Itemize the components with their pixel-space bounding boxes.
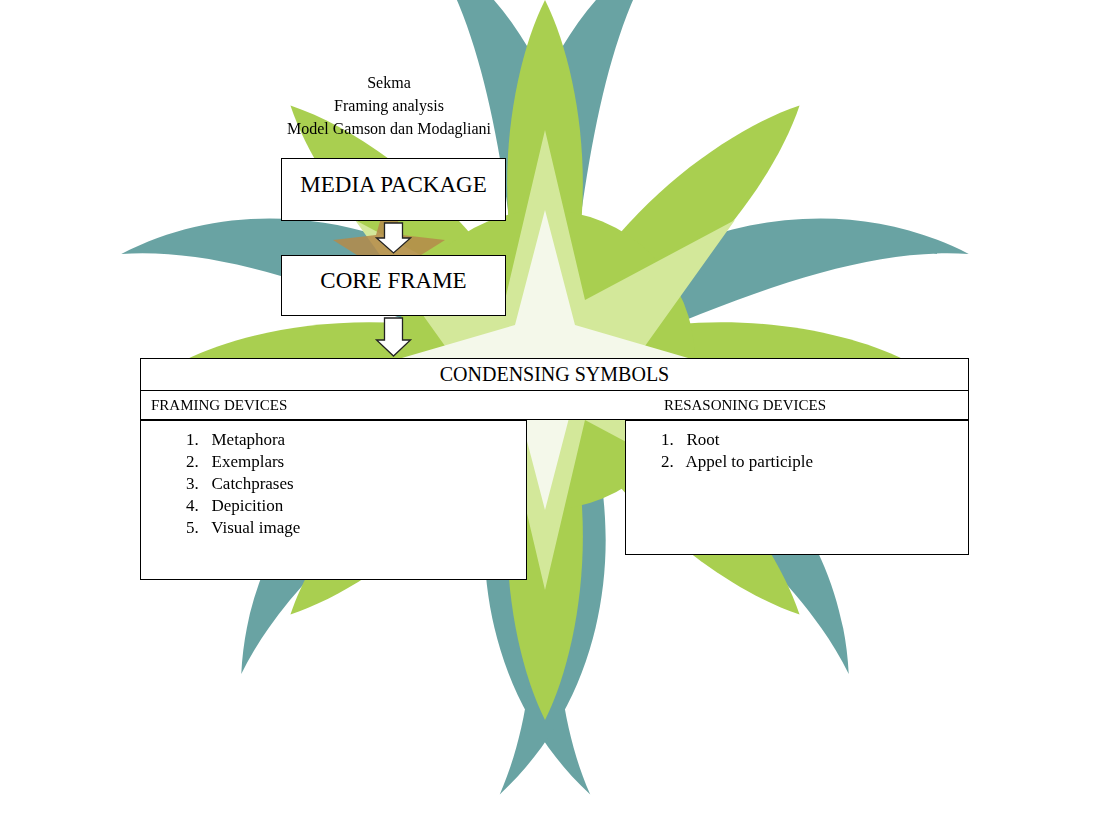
block-arrow <box>377 223 411 253</box>
list-item: 4. Depicition <box>141 495 526 517</box>
list-heading: RESASONING DEVICES <box>664 394 826 416</box>
title-line: Framing analysis <box>189 97 589 115</box>
list-item: 2. Appel to participle <box>626 451 968 473</box>
list-item: 2. Exemplars <box>141 451 526 473</box>
box-text: CORE FRAME <box>282 256 505 306</box>
device-list-box: FRAMING DEVICES1. Metaphora2. Exemplars3… <box>140 420 527 580</box>
frame-box: MEDIA PACKAGE <box>281 158 506 221</box>
block-arrow <box>377 318 411 356</box>
title-line: Model Gamson dan Modagliani <box>189 120 589 138</box>
device-list-box: RESASONING DEVICES1. Root2. Appel to par… <box>625 420 969 555</box>
box-text: MEDIA PACKAGE <box>282 159 505 211</box>
header-text: CONDENSING SYMBOLS <box>141 359 968 391</box>
frame-box: CORE FRAME <box>281 255 506 316</box>
list-heading: FRAMING DEVICES <box>151 394 287 416</box>
list-item: 3. Catchprases <box>141 473 526 495</box>
title-line: Sekma <box>189 74 589 92</box>
list-item: 1. Metaphora <box>141 429 526 451</box>
list-item: 1. Root <box>626 429 968 451</box>
list-item: 5. Visual image <box>141 517 526 539</box>
